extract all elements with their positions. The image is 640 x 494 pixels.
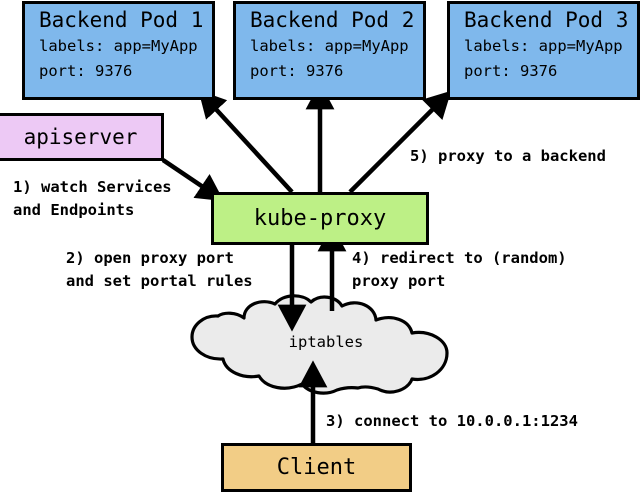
- backend-pod-3-box: Backend Pod 3 labels: app=MyApp port: 93…: [447, 1, 640, 100]
- backend-pod-2-box: Backend Pod 2 labels: app=MyApp port: 93…: [233, 1, 426, 100]
- kube-proxy-label: kube-proxy: [253, 205, 387, 231]
- step-2-caption: 2) open proxy port and set portal rules: [66, 247, 253, 293]
- arrow-kubeproxy-to-pod3: [348, 90, 452, 194]
- backend-pod-3-title: Backend Pod 3: [464, 8, 629, 32]
- step-1-caption: 1) watch Services and Endpoints: [13, 176, 172, 222]
- arrow-apiserver-to-kubeproxy: [161, 158, 224, 202]
- backend-pod-1-labels: labels: app=MyApp: [39, 37, 198, 55]
- backend-pod-1-box: Backend Pod 1 labels: app=MyApp port: 93…: [22, 1, 215, 100]
- step-1-line-1: 1) watch Services: [13, 178, 172, 196]
- step-5-caption: 5) proxy to a backend: [410, 147, 606, 165]
- backend-pod-3-port: port: 9376: [464, 62, 558, 80]
- step-4-line-2: proxy port: [352, 272, 446, 290]
- arrow-kubeproxy-to-pod1: [198, 90, 294, 194]
- step-1-line-2: and Endpoints: [13, 201, 135, 219]
- backend-pod-2-port: port: 9376: [250, 62, 344, 80]
- backend-pod-1-title: Backend Pod 1: [39, 8, 204, 32]
- step-4-line-1: 4) redirect to (random): [352, 249, 567, 267]
- step-2-line-2: and set portal rules: [66, 272, 253, 290]
- backend-pod-2-title: Backend Pod 2: [250, 8, 415, 32]
- backend-pod-1-port: port: 9376: [39, 62, 133, 80]
- apiserver-label: apiserver: [23, 125, 138, 149]
- backend-pod-2-labels: labels: app=MyApp: [250, 37, 409, 55]
- iptables-cloud: [190, 294, 449, 395]
- iptables-label: iptables: [288, 333, 364, 351]
- step-2-line-1: 2) open proxy port: [66, 249, 234, 267]
- apiserver-box: apiserver: [0, 113, 164, 161]
- step-4-caption: 4) redirect to (random) proxy port: [352, 247, 567, 293]
- step-3-caption: 3) connect to 10.0.0.1:1234: [326, 412, 578, 430]
- client-label: Client: [276, 454, 357, 480]
- kube-proxy-box: kube-proxy: [211, 192, 429, 245]
- client-box: Client: [221, 443, 412, 492]
- backend-pod-3-labels: labels: app=MyApp: [464, 37, 623, 55]
